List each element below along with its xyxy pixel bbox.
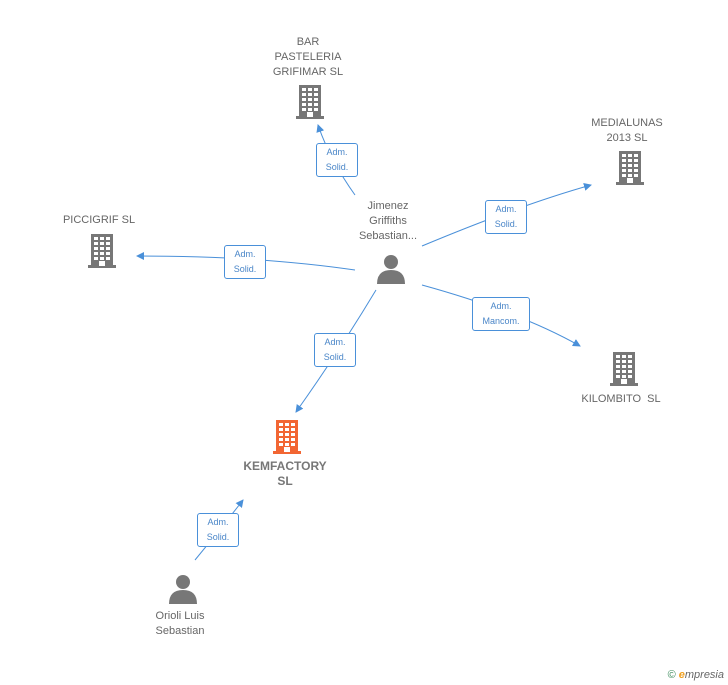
edge-role-line1: Adm. (324, 337, 346, 347)
brand-logo-initial: e (678, 669, 685, 681)
footer-brand: © empresia (668, 669, 724, 681)
building-icon[interactable] (294, 85, 326, 124)
building-icon[interactable] (608, 352, 640, 391)
edge-role-line2: Solid. (323, 352, 347, 362)
edge-role-line2: Solid. (325, 162, 349, 172)
edge-label-to-medialunas[interactable]: Adm. Solid. (485, 200, 527, 234)
building-icon[interactable] (86, 234, 118, 273)
edge-role-line2: Solid. (494, 219, 518, 229)
brand-logo-text: mpresia (684, 669, 724, 681)
edge-role-line1: Adm. (490, 301, 512, 311)
building-icon[interactable] (271, 420, 303, 459)
edge-role-line1: Adm. (234, 249, 256, 259)
edge-label-to-kilombito[interactable]: Adm. Mancom. (472, 297, 530, 331)
node-label-bar[interactable]: BAR PASTELERIA GRIFIMAR SL (272, 36, 344, 78)
edge-role-line2: Solid. (233, 264, 257, 274)
node-label-kemfactory[interactable]: KEMFACTORY SL (243, 459, 327, 488)
edge-label-orioli-to-kemfactory[interactable]: Adm. Solid. (197, 513, 239, 547)
edge-label-to-bar[interactable]: Adm. Solid. (316, 143, 358, 177)
edge-label-to-piccigrif[interactable]: Adm. Solid. (224, 245, 266, 279)
person-icon[interactable] (376, 254, 406, 289)
edge-role-line1: Adm. (326, 147, 348, 157)
node-label-kilombito[interactable]: KILOMBITO SL (581, 393, 661, 405)
edge-role-line2: Solid. (206, 532, 230, 542)
node-label-orioli[interactable]: Orioli Luis Sebastian (155, 610, 205, 637)
node-label-medialunas[interactable]: MEDIALUNAS 2013 SL (591, 117, 663, 144)
node-label-piccigrif[interactable]: PICCIGRIF SL (62, 214, 136, 226)
building-icon[interactable] (614, 151, 646, 190)
edge-label-to-kemfactory[interactable]: Adm. Solid. (314, 333, 356, 367)
person-icon[interactable] (168, 574, 198, 609)
edge-role-line2: Mancom. (482, 316, 520, 326)
node-label-jimenez[interactable]: Jimenez Griffiths Sebastian... (358, 200, 418, 242)
edge-role-line1: Adm. (495, 204, 517, 214)
copyright-symbol: © (667, 669, 676, 681)
edge-role-line1: Adm. (207, 517, 229, 527)
